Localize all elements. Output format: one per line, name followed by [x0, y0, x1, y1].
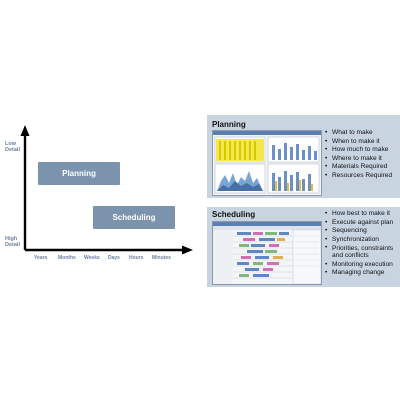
y-axis-arrowhead [20, 125, 30, 136]
panel-title: Planning [212, 120, 246, 129]
list-item: Monitoring execution [325, 261, 400, 270]
planning-bullet-list: What to make When to make it How much to… [325, 129, 392, 181]
scheduling-bullet-list: How best to make it Execute against plan… [325, 210, 400, 278]
list-item: When to make it [325, 138, 392, 147]
x-tick-label: Days [108, 255, 120, 261]
scheduling-block: Scheduling [93, 206, 175, 229]
list-item: How much to make [325, 146, 392, 155]
list-item: Where to make it [325, 155, 392, 164]
scheduling-gantt-screenshot [212, 221, 322, 285]
list-item: Priorities, constraints and conflicts [325, 244, 400, 260]
list-item: How best to make it [325, 210, 400, 219]
dashboard-thumbnail [213, 131, 321, 194]
x-tick-label: Months [58, 255, 76, 261]
x-tick-label: Hours [129, 255, 144, 261]
list-item: What to make [325, 129, 392, 138]
x-axis-arrowhead [182, 245, 193, 255]
list-item: Sequencing [325, 227, 400, 236]
list-item: Materials Required [325, 163, 392, 172]
list-item: Managing change [325, 269, 400, 278]
planning-block: Planning [38, 162, 120, 185]
list-item: Execute against plan [325, 219, 400, 228]
x-tick-label: Years [34, 255, 48, 261]
planning-dashboard-screenshot [212, 130, 322, 196]
x-tick-label: Weeks [84, 255, 100, 261]
y-axis-top-label: Low Detail [5, 141, 20, 153]
list-item: Resources Required [325, 172, 392, 181]
scheduling-panel: Scheduling [207, 207, 400, 287]
planning-panel: Planning [207, 115, 400, 198]
axes [20, 125, 193, 255]
x-tick-label: Minutes [152, 255, 171, 261]
panel-title: Scheduling [212, 210, 256, 219]
list-item: Synchronization [325, 236, 400, 245]
gantt-thumbnail [213, 222, 321, 284]
y-axis-bottom-label: High Detail [5, 236, 20, 248]
